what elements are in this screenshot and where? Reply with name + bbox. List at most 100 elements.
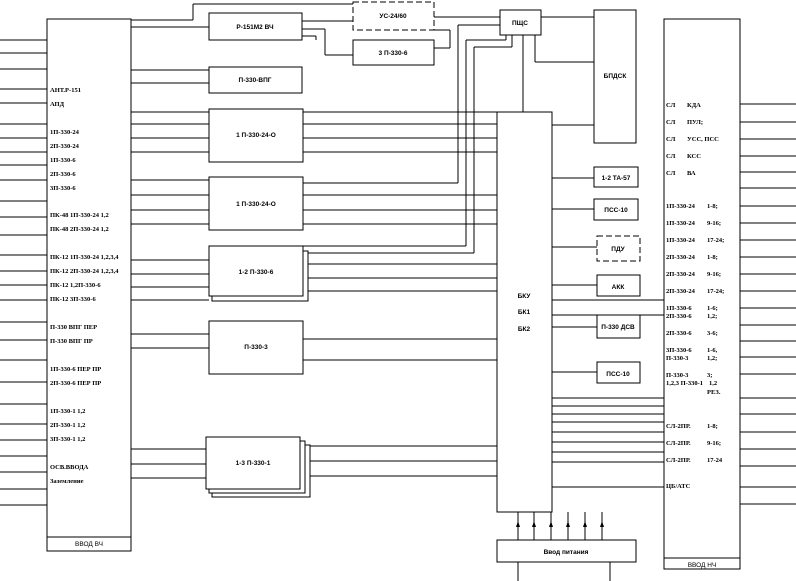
block-power: Ввод питания [496,539,637,563]
right-label-b: ПУЛ; [687,119,703,126]
right-label-b: 1,2; [707,313,717,320]
left-label: 1П-330-6 ПЕР ПР [50,366,101,373]
svg-text:3 П-330-6: 3 П-330-6 [379,50,408,57]
right-label-b: 1-8; [707,203,718,210]
right-label-b: 9-16; [707,271,721,278]
right-label-a: 2П-330-24 [666,288,696,295]
block-pss10-b: ПСС-10 [596,361,641,384]
block-p33024o-1: 1 П-330-24-О [208,108,304,163]
left-label: П-330 ВПГ ПР [50,338,93,345]
left-label: ПК-12 1П-330-24 1,2,3,4 [50,254,119,261]
right-label-a: 3П-330-6 [666,347,692,354]
left-label: ПК-12 1,2П-330-6 [50,282,101,289]
right-label-a: СЛ-2ПР. [666,457,691,464]
svg-text:П-330-3: П-330-3 [244,344,268,351]
right-label-a: 2П-330-24 [666,254,696,261]
vvod-nch-label: ВВОД НЧ [688,562,717,569]
svg-text:ПДУ: ПДУ [611,246,625,253]
right-label-b: 3; [707,372,712,379]
left-label: 1П-330-6 [50,157,76,164]
right-label-a: 2П-330-6 [666,330,692,337]
svg-text:1-2 ТА-57: 1-2 ТА-57 [602,175,631,182]
right-label-a: 1П-330-24 [666,237,696,244]
right-label-b: 9-16; [707,440,721,447]
svg-text:1 П-330-24-О: 1 П-330-24-О [236,201,276,208]
right-label-b: 1-8; [707,423,718,430]
svg-text:1-3 П-330-1: 1-3 П-330-1 [236,460,271,467]
connections [131,3,664,581]
right-label-a: П-330-3 [666,372,689,379]
left-label: АНТ.Р-151 [50,87,81,94]
block-akk: АКК [596,274,641,297]
right-label-a: П-330-3 [666,355,689,362]
right-label-a: СЛ-2ПР. [666,423,691,430]
right-label-a: СЛ [666,136,676,143]
left-labels: АНТ.Р-151 АПД 1П-330-24 2П-330-24 1П-330… [50,87,119,485]
right-label-a: 1,2,3 П-330-1 [666,380,703,387]
right-label-b: ВА [687,170,696,177]
right-label-b: УСС, ПСС [687,136,719,143]
right-label-b: 9-16; [707,220,721,227]
left-label: 2П-330-1 1,2 [50,422,85,429]
right-label-b: 17-24; [707,288,724,295]
left-label: АПД [50,101,65,108]
right-label-a: 1П-330-24 [666,203,696,210]
svg-text:БКУ: БКУ [518,293,532,300]
right-label-a: 2П-330-6 [666,313,692,320]
svg-text:УС-24/60: УС-24/60 [379,13,407,20]
right-label-b: 1-8; [707,254,718,261]
block-r151m2: Р-151М2 ВЧ [208,12,303,41]
right-label-a: СЛ [666,102,676,109]
right-label-b: 17-24; [707,237,724,244]
right-label-b: 1-6; [707,305,718,312]
right-label-a: СЛ [666,153,676,160]
block-pshchs: ПЩС [499,9,542,36]
right-label-a: СЛ [666,170,676,177]
left-label: П-330 ВПГ ПЕР [50,324,97,331]
right-label-b: КДА [687,102,701,109]
vvod-vch-label: ВВОД ВЧ [75,541,103,548]
left-label: Заземление [50,478,84,485]
left-label: 2П-330-6 [50,171,76,178]
left-label: 2П-330-24 [50,143,80,150]
left-label: ПК-12 2П-330-24 1,2,3,4 [50,268,119,275]
svg-text:ПСС-10: ПСС-10 [606,371,630,378]
right-label-b: 3-6; [707,330,718,337]
svg-text:АКК: АКК [612,284,625,291]
svg-text:Р-151М2 ВЧ: Р-151М2 ВЧ [236,24,274,31]
block-us2460: УС-24/60 [352,1,435,31]
left-label: 1П-330-24 [50,129,80,136]
right-label-a: СЛ [666,119,676,126]
block-bku: БКУ БК1 БК2 [496,111,553,513]
left-label: ОСВ.ВВОДА [50,464,89,471]
svg-text:П-330 ДСВ: П-330 ДСВ [601,324,635,331]
block-p33024o-2: 1 П-330-24-О [208,176,304,231]
right-label-b: КСС [687,153,701,160]
right-label-a: 1П-330-24 [666,220,696,227]
right-label-b: РЕЗ. [707,389,721,396]
svg-text:Ввод питания: Ввод питания [544,549,589,556]
right-stubs [740,103,796,505]
svg-text:БПДСК: БПДСК [604,73,627,80]
right-label-b: 17-24 [707,457,723,464]
block-p3301-13: 1-3 П-330-1 [205,436,311,498]
svg-text:ПСС-10: ПСС-10 [604,207,628,214]
block-pss10-a: ПСС-10 [593,198,639,221]
left-label: 1П-330-1 1,2 [50,408,85,415]
svg-text:1 П-330-24-О: 1 П-330-24-О [236,132,276,139]
right-labels: СЛ КДА СЛ ПУЛ; СЛ УСС, ПСС СЛ КСС СЛ ВА … [666,102,724,490]
right-label-a: СЛ-2ПР. [666,440,691,447]
vvod-nch-panel [663,18,741,570]
left-label: 3П-330-6 [50,185,76,192]
svg-text:БК1: БК1 [518,309,531,316]
right-label-b: 1-6, [707,347,718,354]
svg-text:1-2 П-330-6: 1-2 П-330-6 [239,269,274,276]
right-label-a: 2П-330-24 [666,271,696,278]
block-p3303: П-330-3 [208,320,304,375]
block-3p3306: 3 П-330-6 [352,39,435,66]
svg-text:ПЩС: ПЩС [512,20,528,27]
svg-text:П-330-ВПГ: П-330-ВПГ [239,77,272,84]
block-p3306-12: 1-2 П-330-6 [208,245,309,302]
vvod-vch-panel [46,18,132,552]
